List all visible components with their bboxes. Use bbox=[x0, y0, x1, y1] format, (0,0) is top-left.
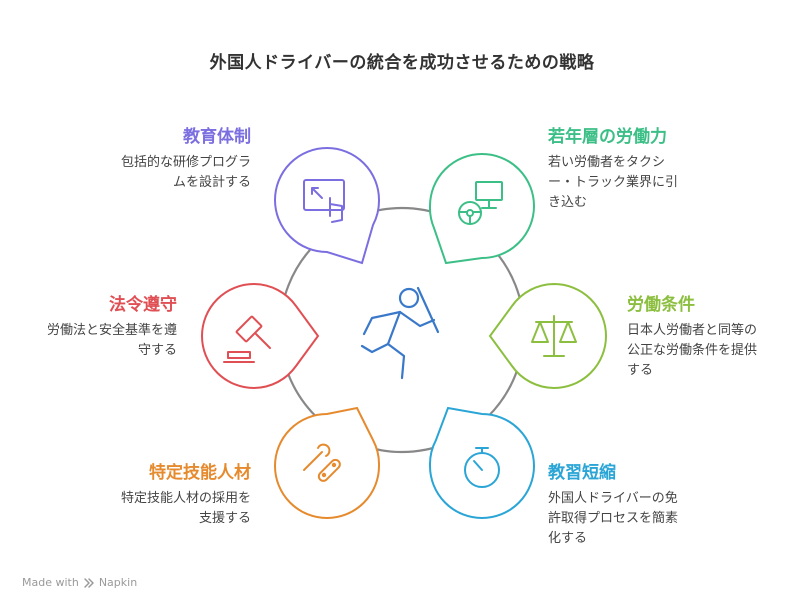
desc-line: 守する bbox=[137, 343, 177, 358]
desc-line: 公正な労働条件を提供 bbox=[627, 343, 758, 358]
petal-compliance[interactable] bbox=[200, 282, 320, 390]
desc-compliance: 労働法と安全基準を遵 守する bbox=[47, 321, 177, 361]
touch-screen-icon bbox=[303, 179, 345, 223]
desc-line: 許取得プロセスを簡素 bbox=[548, 511, 679, 526]
heading-compliance: 法令遵守 bbox=[109, 295, 177, 315]
heading-young-workforce: 若年層の労働力 bbox=[548, 127, 667, 147]
steering-wheel-monitor-icon bbox=[458, 181, 503, 225]
running-person-icon bbox=[360, 286, 440, 380]
desc-line: 若い労働者をタクシ bbox=[548, 155, 666, 170]
page-title: 外国人ドライバーの統合を成功させるための戦略 bbox=[209, 53, 595, 73]
desc-line: 支援する bbox=[198, 511, 251, 526]
heading-specified-skilled: 特定技能人材 bbox=[149, 463, 251, 483]
desc-line: 日本人労働者と同等の bbox=[627, 323, 758, 338]
petal-specified-skilled[interactable] bbox=[273, 406, 381, 520]
petal-education[interactable] bbox=[273, 146, 381, 265]
heading-working-conditions: 労働条件 bbox=[627, 295, 695, 315]
petal-working-conditions[interactable] bbox=[488, 282, 608, 390]
desc-line: き込む bbox=[548, 195, 588, 210]
desc-line: 包括的な研修プログラ bbox=[120, 155, 251, 170]
petal-young-workforce[interactable] bbox=[428, 152, 536, 265]
desc-line: ムを設計する bbox=[172, 175, 251, 190]
desc-education: 包括的な研修プログラ ムを設計する bbox=[121, 153, 251, 193]
tools-icon bbox=[303, 443, 341, 482]
desc-line: ー・トラック業界に引 bbox=[548, 175, 679, 190]
heading-education: 教育体制 bbox=[183, 127, 251, 147]
desc-specified-skilled: 特定技能人材の採用を 支援する bbox=[121, 489, 251, 529]
footer-made-with: Made with bbox=[22, 576, 79, 589]
gavel-icon bbox=[223, 315, 271, 363]
footer-brand: Napkin bbox=[98, 576, 138, 589]
desc-young-workforce: 若い労働者をタクシ ー・トラック業界に引 き込む bbox=[548, 153, 678, 213]
desc-line: 外国人ドライバーの免 bbox=[548, 491, 678, 506]
desc-line: 化する bbox=[548, 531, 588, 546]
footer: Made with Napkin bbox=[22, 576, 137, 589]
desc-working-conditions: 日本人労働者と同等の 公正な労働条件を提供 する bbox=[627, 321, 757, 381]
desc-training-shortening: 外国人ドライバーの免 許取得プロセスを簡素 化する bbox=[548, 489, 678, 549]
petal-training-shortening[interactable] bbox=[428, 406, 536, 520]
stopwatch-icon bbox=[464, 447, 500, 488]
napkin-logo-icon bbox=[84, 577, 94, 588]
desc-line: 労働法と安全基準を遵 bbox=[46, 323, 177, 338]
desc-line: する bbox=[627, 363, 654, 378]
scales-icon bbox=[531, 315, 577, 357]
desc-line: 特定技能人材の採用を bbox=[120, 491, 251, 506]
heading-training-shortening: 教習短縮 bbox=[548, 463, 616, 483]
